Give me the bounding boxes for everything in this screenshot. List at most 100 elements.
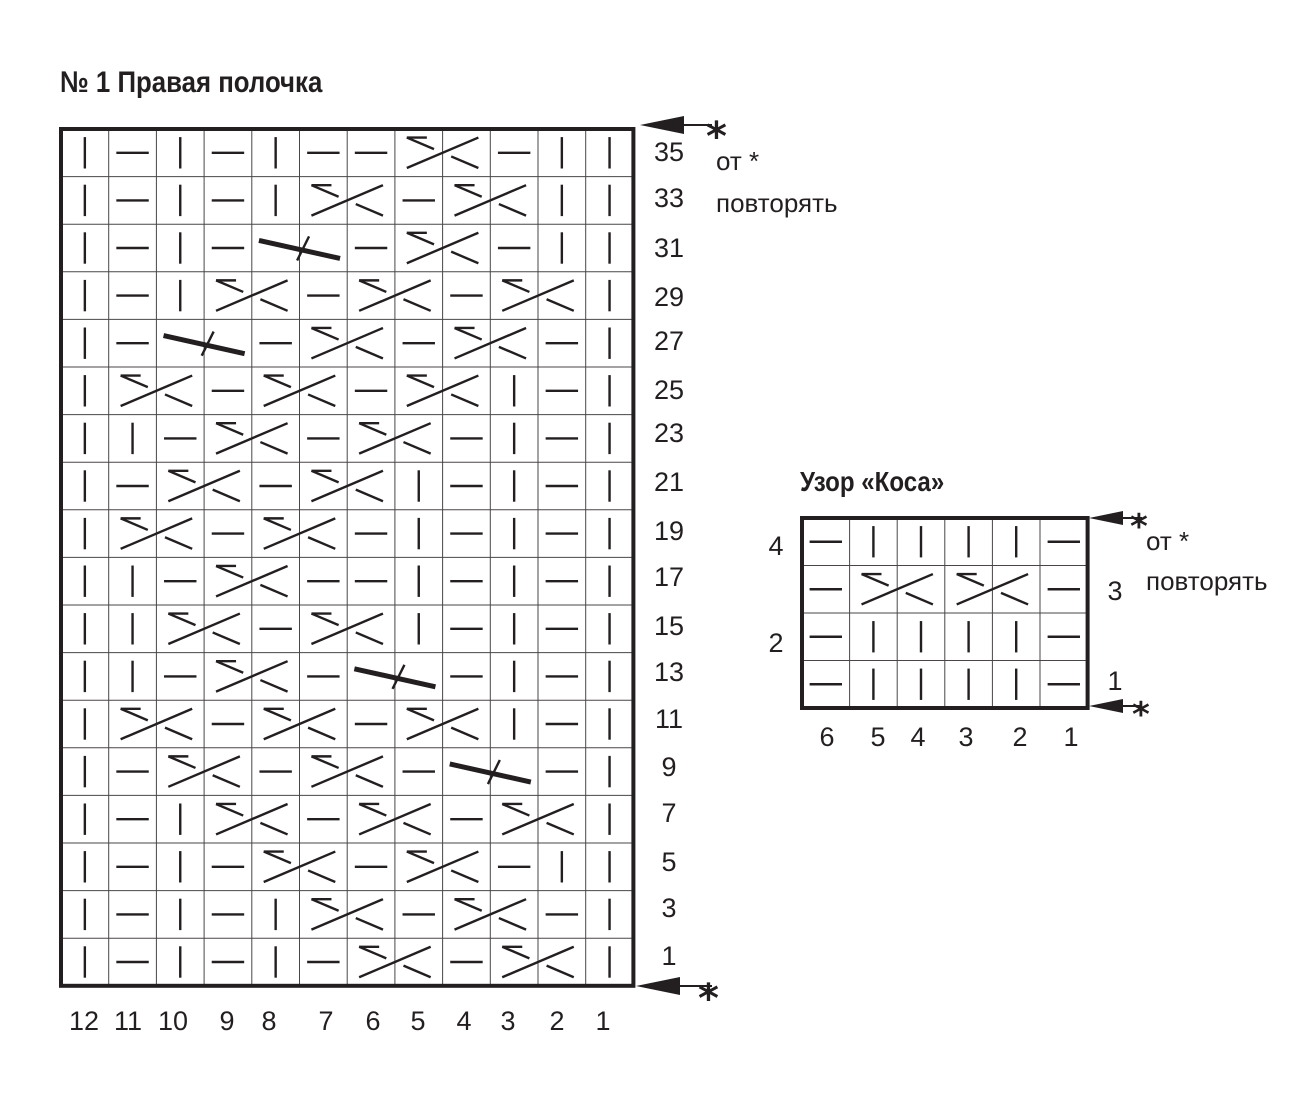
symbol-cable-cross [406, 136, 479, 170]
chart1-star-top: * [706, 114, 727, 160]
chart1-repeat-end-arrow [636, 977, 712, 995]
cable-short-stroke-a [215, 802, 244, 817]
cable-short-stroke-a [956, 572, 985, 587]
cable-short-stroke-a [167, 755, 196, 770]
cable-long-stroke [215, 564, 289, 598]
cable-short-stroke-a [861, 572, 890, 587]
column-label: 3 [958, 722, 973, 752]
symbol-cable-cross [215, 802, 289, 836]
row-label: 23 [654, 418, 684, 448]
chart2-star-top: * [1130, 507, 1148, 547]
cable-long-stroke [358, 945, 432, 979]
symbol-bold-cross [353, 664, 436, 690]
symbol-cable-cross [454, 326, 527, 360]
row-label-left: 4 [768, 531, 783, 561]
cable-long-stroke [406, 850, 479, 884]
cable-long-stroke [501, 945, 575, 979]
chart2-star-bottom: * [1132, 695, 1150, 735]
cable-short-stroke-a [454, 326, 483, 341]
cable-short-stroke-a [215, 279, 244, 294]
symbol-cable-cross [406, 231, 479, 265]
symbol-cable-cross [167, 612, 241, 646]
cable-short-stroke-a [120, 707, 149, 722]
column-label: 2 [1012, 722, 1027, 752]
chart1-title: № 1 Правая полочка [60, 66, 323, 99]
cable-long-stroke [215, 279, 289, 312]
column-label: 5 [870, 722, 885, 752]
cable-short-stroke-a [406, 136, 435, 151]
cable-short-stroke-b [164, 393, 193, 408]
symbol-cable-cross [263, 517, 336, 550]
cable-short-stroke-b [355, 916, 384, 931]
row-label-right: 3 [1107, 576, 1122, 606]
row-label: 19 [654, 516, 684, 546]
cable-long-stroke [120, 517, 193, 550]
cable-long-stroke [358, 422, 432, 455]
symbol-cable-cross [406, 374, 479, 408]
column-label: 12 [69, 1006, 99, 1036]
symbol-cable-cross [310, 326, 384, 360]
symbol-cable-cross [501, 945, 575, 979]
cable-short-stroke-b [546, 298, 575, 312]
symbol-cable-cross [358, 421, 432, 455]
symbol-cable-cross [215, 564, 289, 598]
symbol-cable-cross [167, 755, 241, 788]
chart1-star-bottom: * [698, 976, 719, 1022]
cable-short-stroke-b [212, 631, 241, 646]
column-label: 4 [456, 1006, 471, 1036]
cable-long-stroke [358, 802, 432, 836]
cable-short-stroke-b [546, 821, 575, 836]
cable-long-stroke [120, 374, 193, 408]
cable-long-stroke [120, 707, 193, 741]
chart1-note-line2: повторять [716, 188, 838, 218]
grid-frame [800, 516, 1090, 710]
cable-short-stroke-b [450, 726, 479, 741]
chart2-grid [800, 516, 1090, 710]
symbol-cable-cross [120, 517, 193, 550]
cable-short-stroke-b [259, 583, 289, 598]
cable-long-stroke [310, 898, 384, 931]
row-label: 33 [654, 183, 684, 213]
symbol-cable-cross [406, 707, 479, 741]
cable-short-stroke-a [215, 422, 244, 436]
row-label: 5 [661, 847, 676, 877]
row-label: 21 [654, 467, 684, 497]
cable-short-stroke-a [215, 660, 244, 674]
cable-short-stroke-a [406, 374, 435, 389]
symbol-cable-cross [310, 469, 384, 503]
cable-short-stroke-a [263, 707, 292, 722]
cable-long-stroke [501, 802, 575, 836]
cable-short-stroke-b [450, 869, 479, 884]
cable-long-stroke [454, 184, 527, 217]
symbol-cable-cross [263, 707, 336, 741]
row-label: 35 [654, 137, 684, 167]
thin-stroke [486, 759, 501, 785]
cable-long-stroke [406, 707, 479, 741]
symbol-cable-cross [120, 374, 193, 408]
symbol-cable-cross [263, 374, 336, 408]
column-label: 1 [595, 1006, 610, 1036]
symbol-cable-cross [501, 802, 575, 836]
bold-stroke [258, 237, 341, 261]
cable-short-stroke-a [501, 802, 530, 817]
row-label: 15 [654, 611, 684, 641]
column-label: 8 [261, 1006, 276, 1036]
cable-short-stroke-a [215, 564, 244, 579]
symbol-cable-cross [215, 659, 289, 693]
row-label-right: 1 [1107, 666, 1122, 696]
chart2-repeat-start-arrow [1089, 511, 1142, 525]
cable-long-stroke [167, 612, 241, 646]
row-label: 3 [661, 893, 676, 923]
cable-long-stroke [406, 136, 479, 170]
cable-short-stroke-b [355, 488, 384, 503]
cable-long-stroke [263, 517, 336, 550]
symbol-cable-cross [501, 279, 575, 312]
column-label: 1 [1063, 722, 1078, 752]
cable-long-stroke [956, 572, 1029, 606]
chart2-repeat-end-arrow [1089, 699, 1142, 713]
cable-long-stroke [310, 469, 384, 503]
cable-short-stroke-a [358, 945, 387, 960]
